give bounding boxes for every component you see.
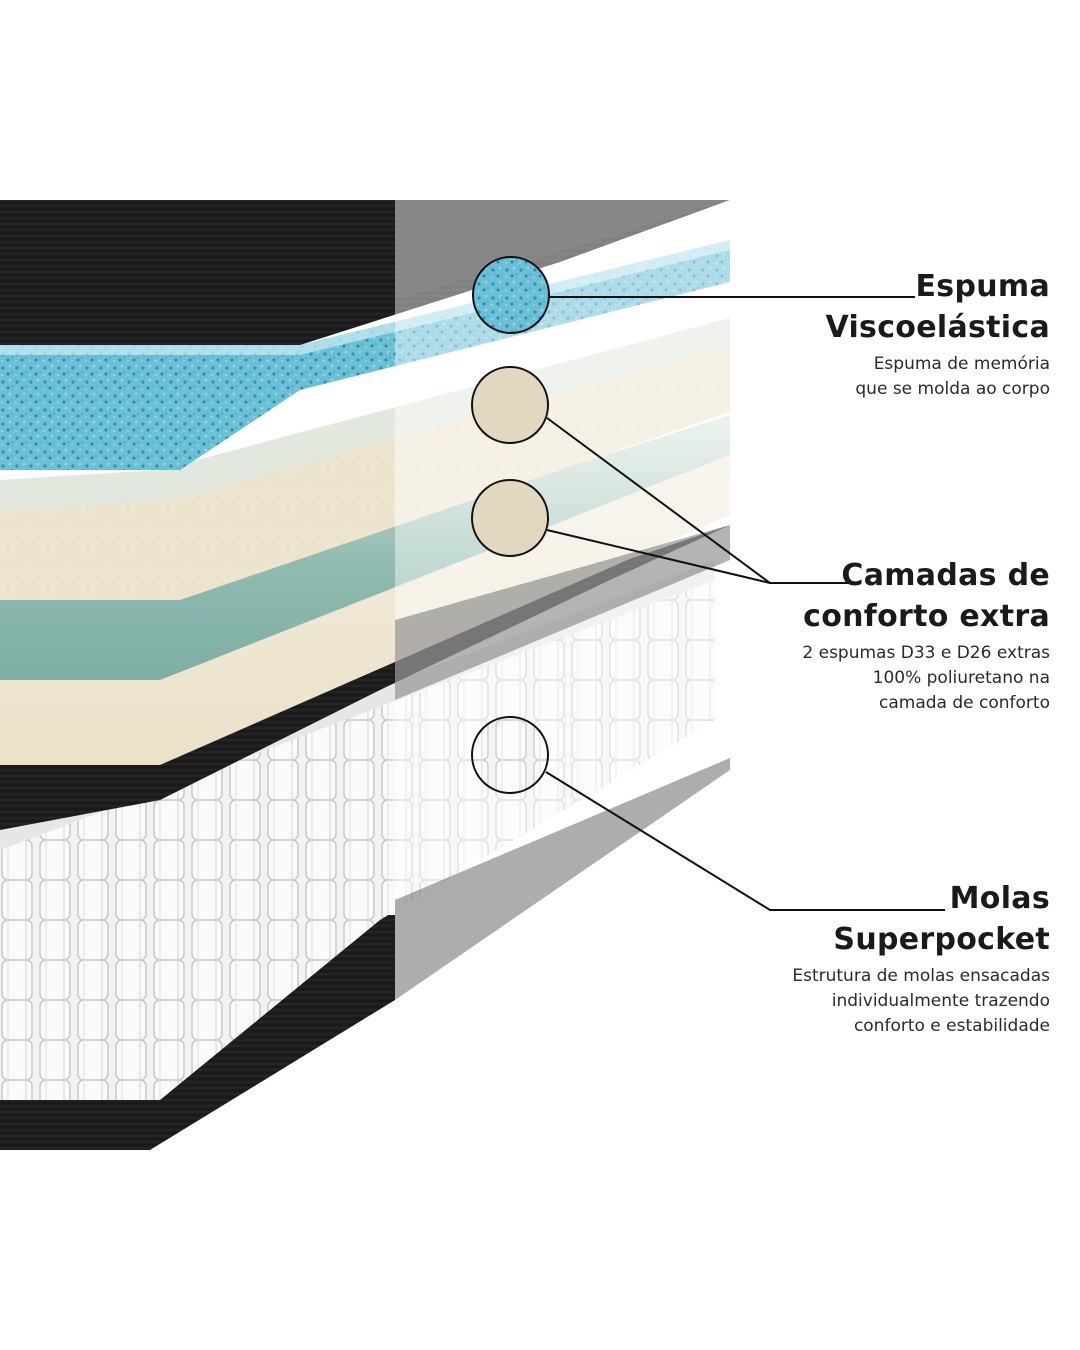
label-visco: Espuma Viscoelástica Espuma de memória q… [825, 266, 1050, 402]
cream-zoom-circle-1 [471, 366, 549, 444]
callout-lines [545, 296, 945, 911]
label-conforto-desc-1: 2 espumas D33 e D26 extras [802, 643, 1050, 663]
bottom-cover-sheet [395, 758, 730, 1000]
label-visco-desc-1: Espuma de memória [873, 354, 1050, 374]
cream-foam-lower [0, 415, 730, 765]
spring-zoom-circle [471, 716, 549, 794]
label-conforto-title-2: conforto extra [803, 599, 1050, 634]
label-conforto-desc-3: camada de conforto [879, 693, 1050, 713]
label-conforto-title-1: Camadas de [841, 558, 1050, 593]
label-molas-title-1: Molas [949, 881, 1050, 916]
label-molas: Molas Superpocket Estrutura de molas ens… [792, 878, 1050, 1039]
label-molas-desc-2: individualmente trazendo [831, 991, 1050, 1011]
label-molas-desc-3: conforto e estabilidade [853, 1016, 1050, 1036]
label-visco-desc-2: que se molda ao corpo [855, 379, 1050, 399]
mid-cover-sheet [395, 525, 730, 700]
callout-line-molas [545, 771, 945, 911]
label-visco-title-2: Viscoelástica [825, 310, 1050, 345]
label-molas-desc-1: Estrutura de molas ensacadas [792, 966, 1050, 986]
callout-line-conforto-b [546, 529, 771, 584]
visco-zoom-circle [472, 256, 550, 334]
label-molas-title-2: Superpocket [833, 922, 1050, 957]
label-visco-title-1: Espuma [915, 269, 1050, 304]
cream-zoom-circle-2 [471, 479, 549, 557]
label-conforto: Camadas de conforto extra 2 espumas D33 … [802, 555, 1050, 716]
cream-foam-upper [0, 318, 730, 600]
label-conforto-desc-2: 100% poliuretano na [872, 668, 1050, 688]
